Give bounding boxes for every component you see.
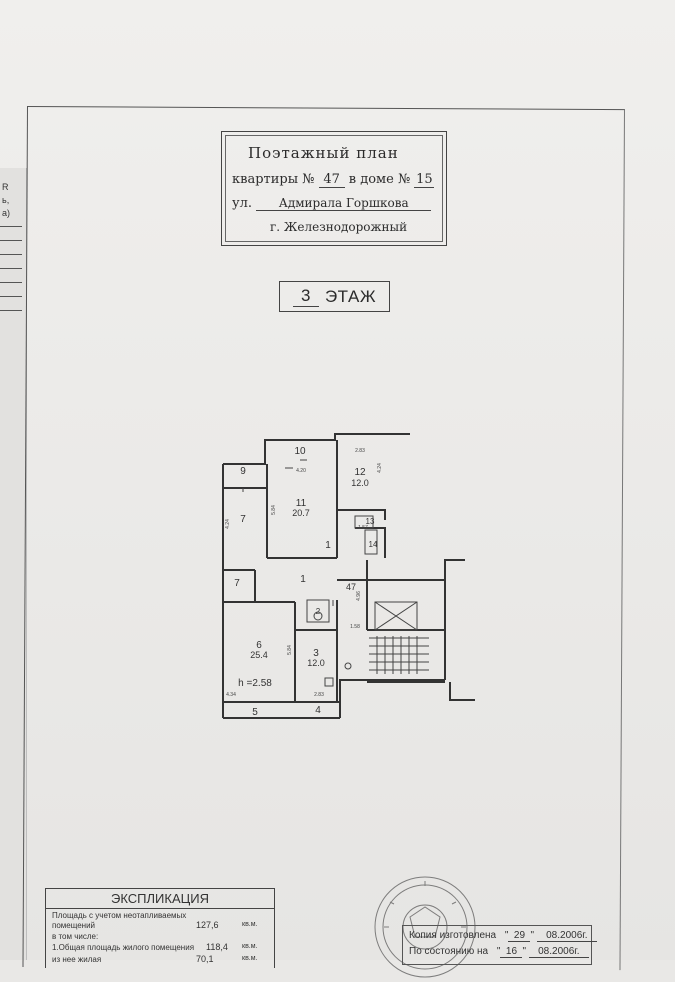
- copy-state-day: 16: [500, 946, 523, 958]
- living-area-value: 70,1: [196, 954, 214, 964]
- copy-info-block: Копия изготовлена "29" 08.2006г. По сост…: [402, 925, 597, 965]
- room-8-label: 7: [240, 514, 246, 525]
- copy-made-line: Копия изготовлена "29" 08.2006г.: [409, 930, 597, 942]
- explication-line: в том числе:: [52, 932, 99, 941]
- area-unit: кв.м.: [242, 955, 258, 962]
- room-1b-label: 1: [325, 540, 331, 551]
- dimension-label: 4.96: [356, 591, 362, 601]
- dimension-label: 1.57: [358, 525, 368, 531]
- margin-fragment: а): [2, 208, 11, 218]
- title-block: Поэтажный план квартиры № 47 в доме № 15…: [221, 131, 447, 246]
- room-5-label: 5: [252, 707, 258, 718]
- apartment-prefix: квартиры №: [232, 172, 315, 187]
- underlying-sheet-edge: R ь, а): [0, 168, 27, 960]
- room-3-label: 3: [313, 648, 319, 659]
- room-11-area: 20.7: [292, 508, 310, 518]
- street-line: ул. Адмирала Горшкова: [232, 196, 432, 211]
- room-12-area: 12.0: [351, 478, 369, 488]
- explication-line: 1.Общая площадь жилого помещения: [52, 943, 195, 952]
- dimension-label: 2.83: [355, 448, 365, 454]
- copy-state-label: По состоянию на: [409, 946, 489, 957]
- room-10-label: 10: [294, 446, 306, 457]
- dimension-label: 4.24: [377, 463, 383, 473]
- room-3-area: 12.0: [307, 658, 325, 668]
- floor-word: ЭТАЖ: [324, 286, 377, 306]
- street-name: Адмирала Горшкова: [256, 196, 432, 211]
- city-name: г. Железнодорожный: [270, 220, 408, 234]
- copy-made-label: Копия изготовлена: [409, 930, 497, 941]
- ceiling-height: h =2.58: [238, 678, 272, 689]
- copy-state-line: По состоянию на "16" 08.2006г.: [409, 946, 589, 958]
- room-11-label: 11: [296, 498, 307, 509]
- explication-block: ЭКСПЛИКАЦИЯ Площадь с учетом неотапливае…: [45, 888, 275, 968]
- street-prefix: ул.: [232, 196, 253, 211]
- floor-plan: 10 9 12 12.0 11 20.7 7 13 14 1 7 1 47 2 …: [222, 433, 475, 719]
- copy-state-date: 08.2006г.: [528, 946, 589, 958]
- dimension-label: 5.84: [271, 505, 277, 515]
- living-total-value: 118,4: [206, 942, 228, 952]
- official-stamp: [374, 876, 476, 978]
- apartment-number: 47: [318, 172, 345, 188]
- room-6-label: 6: [256, 640, 262, 651]
- room-13-label: 13: [366, 517, 375, 526]
- area-unit: кв.м.: [242, 943, 258, 950]
- room-1-label: 1: [300, 574, 306, 585]
- explication-line: помещений: [52, 921, 96, 930]
- house-prefix: в доме №: [348, 172, 411, 187]
- total-area-value: 127,6: [196, 920, 219, 930]
- copy-made-day: 29: [508, 930, 531, 942]
- room-2-label: 2: [316, 607, 321, 616]
- copy-made-date: 08.2006г.: [536, 930, 597, 942]
- dimension-label: 2.83: [314, 692, 324, 698]
- room-14-label: 14: [369, 540, 378, 549]
- margin-fragment: R: [2, 182, 9, 192]
- room-6-area: 25.4: [250, 650, 268, 660]
- floor-number: 3: [292, 286, 319, 307]
- corridor-label: 47: [346, 582, 356, 592]
- room-12-label: 12: [354, 467, 366, 478]
- apartment-line: квартиры № 47 в доме № 15: [232, 172, 435, 188]
- explication-line: Площадь с учетом неотапливаемых: [52, 911, 187, 920]
- area-unit: кв.м.: [242, 921, 258, 928]
- room-7-label: 7: [234, 578, 240, 589]
- dimension-label: 5.84: [287, 645, 293, 655]
- floor-label: 3 ЭТАЖ: [279, 281, 390, 312]
- explication-title: ЭКСПЛИКАЦИЯ: [46, 891, 274, 909]
- house-number: 15: [414, 172, 435, 188]
- dimension-label: 4.24: [225, 519, 231, 529]
- dimension-label: 4.20: [296, 468, 306, 474]
- room-4-label: 4: [315, 705, 321, 716]
- room-9-label: 9: [240, 466, 246, 477]
- plan-title: Поэтажный план: [248, 144, 399, 162]
- dimension-label: 4.34: [226, 692, 236, 698]
- dimension-label: 1.58: [350, 624, 360, 630]
- margin-fragment: ь,: [2, 195, 10, 205]
